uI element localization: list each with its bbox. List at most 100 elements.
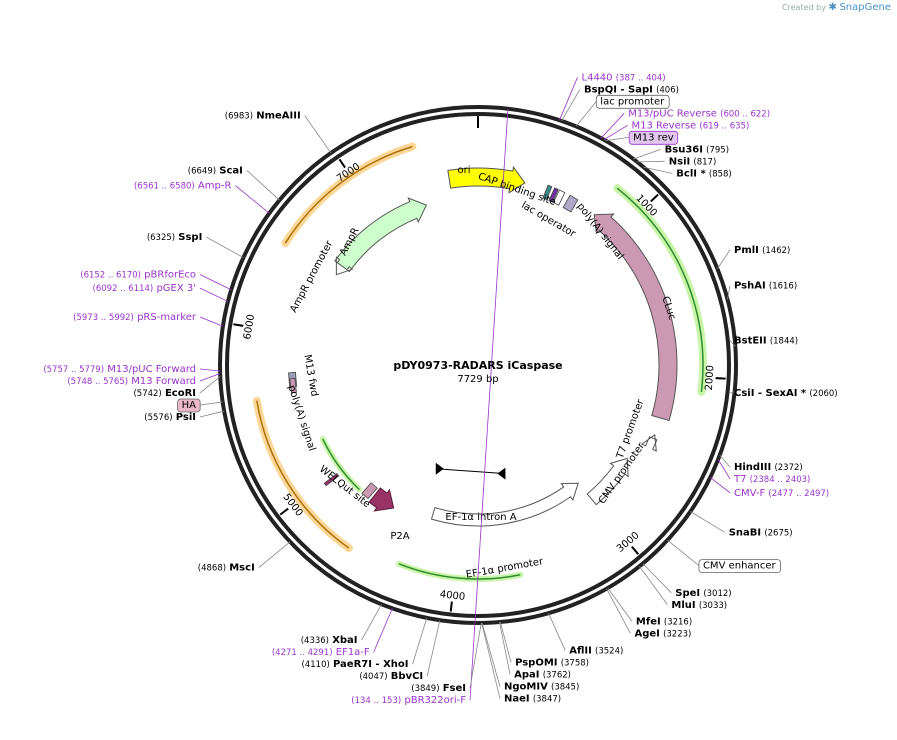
p2a-box <box>361 482 378 500</box>
site-position: (2384 .. 2403) <box>750 475 811 485</box>
site-name: L4440 <box>582 72 613 83</box>
ef1a-intron-end-left <box>435 462 444 475</box>
feature-site: (4336) XbaI <box>301 635 358 646</box>
site-position: (6983) <box>225 111 253 121</box>
site-label: AgeI (3223) <box>634 628 691 639</box>
dmrb-shape <box>368 487 395 512</box>
site-name: pRS-marker <box>137 312 197 323</box>
credit-prefix: Created by <box>781 3 826 12</box>
label-leader <box>426 620 441 677</box>
site-position: (619 .. 635) <box>699 121 749 131</box>
cmv-promoter-shape <box>586 457 629 506</box>
site-label: (5973 .. 5992) pRS-marker <box>73 312 197 323</box>
site-label: (4336) XbaI <box>301 635 358 646</box>
dmrb-label: DmrB <box>348 521 378 543</box>
label-layer: (134 .. 153) pBR322ori-F L4440 (387 .. 40… <box>43 72 837 706</box>
site-label: AflII (3524) <box>569 646 623 657</box>
tick-label: 3000 <box>615 530 642 555</box>
backbone-outer-ring <box>218 105 738 625</box>
site-label: SnaBI (2675) <box>729 527 793 538</box>
feature-site: NsiI (817) <box>669 156 717 167</box>
tick-label: 4000 <box>439 589 466 603</box>
primer-site: L4440 (387 .. 404) <box>582 72 666 83</box>
feature-site: BstEII (1844) <box>734 335 798 346</box>
site-label: PmlI (1462) <box>734 245 790 256</box>
welqut-site-box <box>323 472 340 487</box>
site-name: NmeAIII <box>256 110 300 121</box>
tick-label: 6000 <box>242 313 257 340</box>
cluc-green-core <box>616 187 704 393</box>
ampr-arrow <box>334 197 428 273</box>
site-label: (6561 .. 6580) Amp-R <box>134 181 231 192</box>
site-position: (3033) <box>699 601 727 611</box>
site-label: (4110) PaeR7I - XhoI <box>302 659 409 670</box>
site-name: SnaBI <box>729 527 761 538</box>
site-label: CMV enhancer <box>703 561 777 572</box>
feature-site: HA <box>177 398 201 413</box>
feature-site: MluI (3033) <box>671 600 727 611</box>
site-position: (817) <box>693 157 716 167</box>
site-label: PspOMI (3758) <box>515 658 589 669</box>
feature-site: PshAI (1616) <box>734 281 797 292</box>
site-label: (3849) FseI <box>411 683 466 694</box>
ampr-orange-core <box>284 145 413 244</box>
site-label: (134 .. 153) pBR322ori-F <box>351 695 466 706</box>
site-name: M13 rev <box>633 132 674 143</box>
tick-mark <box>715 377 726 380</box>
site-name: AgeI <box>634 628 659 639</box>
label-leader <box>667 539 700 566</box>
feature-site: NgoMIV (3845) <box>504 682 579 693</box>
primer-site: (134 .. 153) pBR322ori-F <box>351 695 466 706</box>
site-position: (3849) <box>411 684 439 694</box>
ef1a-intron-end-right <box>497 467 506 480</box>
site-name: BbvCI <box>391 671 423 682</box>
site-position: (6092 .. 6114) <box>93 284 154 294</box>
label-leader <box>246 170 280 201</box>
site-position: (1462) <box>762 246 790 256</box>
site-label: NaeI (3847) <box>504 694 561 705</box>
backbone-inner-ring <box>225 112 731 618</box>
label-leader <box>729 391 735 394</box>
site-position: (6649) <box>188 166 216 176</box>
site-name: XbaI <box>332 635 357 646</box>
label-leader <box>603 124 628 141</box>
label-leader <box>199 410 225 418</box>
ef1a-intron-a-label: EF-1α intron A <box>445 512 516 523</box>
site-position: (4336) <box>301 636 329 646</box>
site-label: (4271 .. 4291) EF1a-F <box>272 647 370 658</box>
feature-site: CMV enhancer <box>698 559 781 574</box>
label-leader <box>199 287 229 302</box>
site-label: MluI (3033) <box>671 600 727 611</box>
ampr-promoter-shape <box>335 256 354 276</box>
label-leader <box>605 136 630 142</box>
site-name: HindIII <box>734 462 771 473</box>
site-position: (2372) <box>774 463 802 473</box>
site-label-box <box>595 94 670 109</box>
label-leader <box>499 621 512 663</box>
label-leader <box>690 511 725 533</box>
feature-site: Bsu36I (795) <box>665 144 729 155</box>
site-name: pBR322ori-F <box>404 695 466 706</box>
site-position: (4868) <box>198 564 226 574</box>
cap-binding-site-box <box>542 184 553 201</box>
label-leader <box>642 563 672 594</box>
label-leader <box>235 185 270 214</box>
cmv-promoter-arrow <box>586 457 629 506</box>
site-label-box <box>628 130 679 145</box>
label-leader <box>481 622 501 699</box>
tick-mark <box>233 323 244 327</box>
site-position: (1844) <box>770 336 798 346</box>
site-label: (6983) NmeAIII <box>225 110 301 121</box>
label-leader <box>199 368 221 372</box>
feature-site: ApaI (3762) <box>514 670 571 681</box>
site-name: M13 Forward <box>131 376 196 387</box>
site-label: (5757 .. 5779) M13/pUC Forward <box>43 364 196 375</box>
site-label: M13 Reverse (619 .. 635) <box>631 120 749 131</box>
feature-site: (4110) PaeR7I - XhoI <box>302 659 409 670</box>
feature-site: (3849) FseI <box>411 683 466 694</box>
site-label: MfeI (3216) <box>636 616 692 627</box>
ef1a-promoter-arrow <box>430 482 579 527</box>
label-leader <box>199 373 221 382</box>
site-label: T7 (2384 .. 2403) <box>733 474 810 485</box>
feature-site: SpeI (3012) <box>675 588 731 599</box>
